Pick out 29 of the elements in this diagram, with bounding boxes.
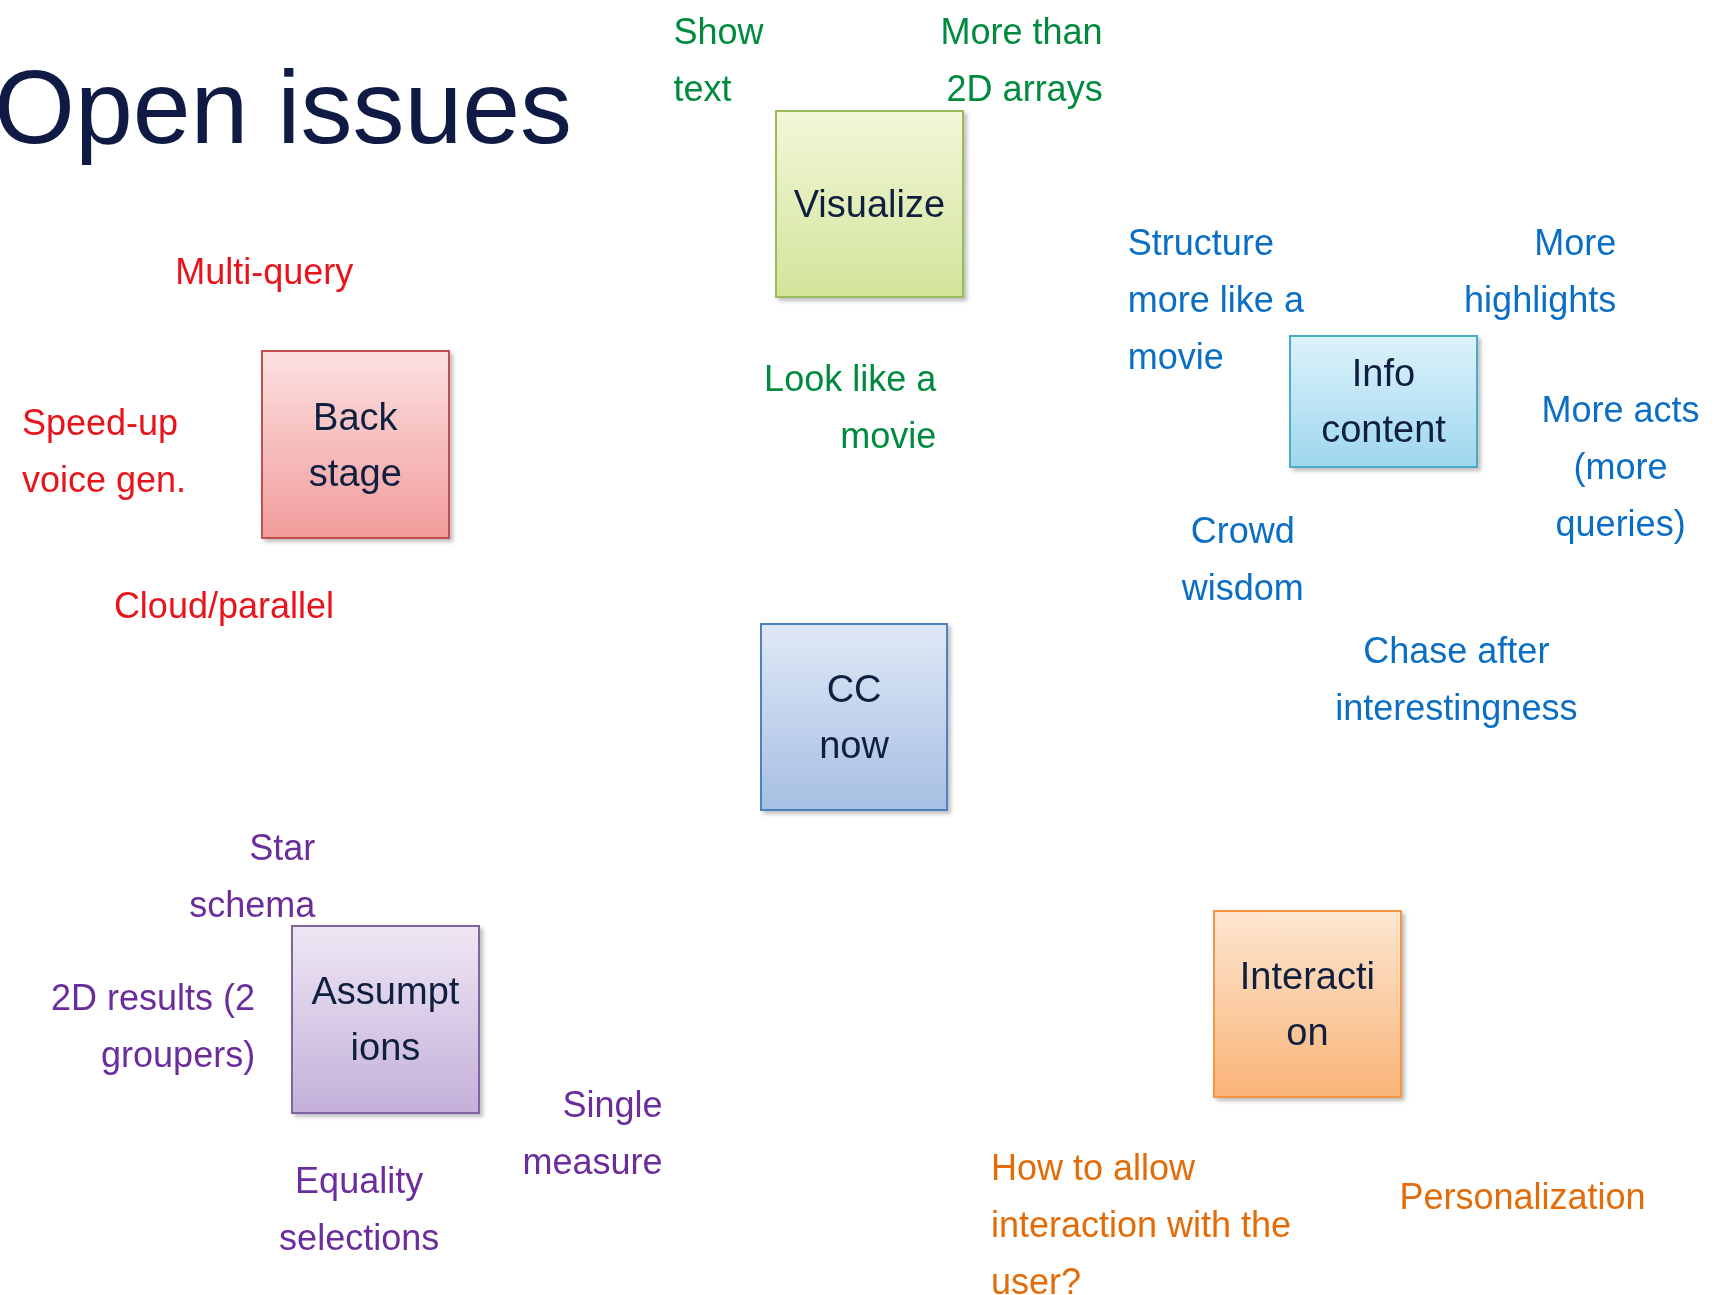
- box-label: Visualize: [792, 181, 947, 227]
- note-text: Single measure: [521, 1083, 663, 1185]
- note-text: More acts (more queries): [1540, 388, 1701, 547]
- box-label: Back stage: [307, 394, 403, 496]
- note-text: Crowd wisdom: [1180, 508, 1305, 610]
- note-text: Structure more like a movie: [1127, 220, 1305, 379]
- note-text: Look like a movie: [763, 357, 937, 459]
- note-text: Personalization: [1399, 1175, 1647, 1220]
- note-text: More highlights: [1463, 220, 1617, 322]
- note-text: Equality selections: [278, 1158, 441, 1260]
- note-text: More than 2D arrays: [939, 10, 1103, 112]
- note-text: Show text: [673, 10, 765, 112]
- info-content-box: [1288, 335, 1479, 468]
- note-text: Cloud/parallel: [113, 584, 335, 629]
- process-box: [759, 623, 949, 812]
- note-text: How to allow interaction with the user?: [990, 1145, 1293, 1295]
- box-label: CC now: [818, 667, 890, 769]
- back-stage-box: [260, 350, 451, 539]
- visualize-box: [775, 109, 964, 298]
- note-text: 2D results (2 groupers): [50, 976, 256, 1078]
- box-label: Assumpt ions: [310, 969, 461, 1071]
- note-text: Star schema: [188, 826, 316, 928]
- interaction-box: [1213, 909, 1402, 1099]
- assumptions-box: [291, 925, 480, 1114]
- note-text: Speed-up voice gen.: [21, 401, 187, 503]
- box-label: Interacti on: [1238, 954, 1376, 1056]
- box-label: Info content: [1320, 351, 1447, 453]
- note-text: Multi-query: [175, 250, 355, 295]
- note-text: Chase after interestingness: [1334, 628, 1579, 730]
